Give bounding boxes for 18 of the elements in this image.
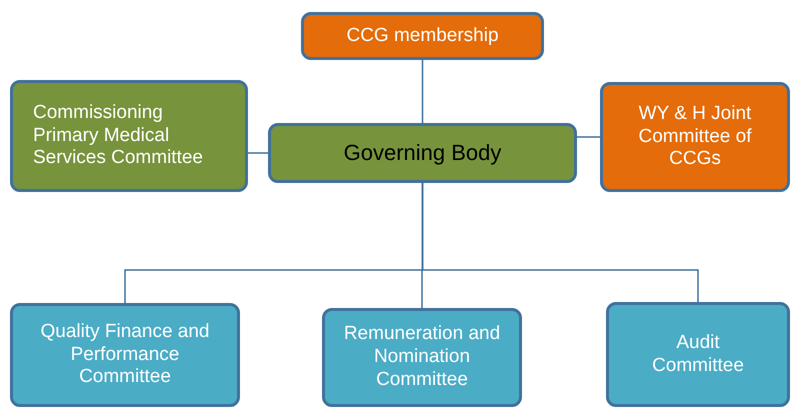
- committee-box: [10, 80, 248, 192]
- committee-box: [268, 123, 577, 183]
- box-label: Governing Body: [344, 140, 502, 166]
- box-label: Commissioning Primary Medical Services Committee: [33, 102, 204, 170]
- connector-line: [422, 183, 699, 302]
- committee-box: [606, 302, 790, 407]
- box-label: Remuneration and Nomination Committee: [342, 323, 502, 392]
- committee-box: [10, 303, 240, 407]
- committee-box: [301, 12, 544, 60]
- connector-line: [422, 60, 424, 123]
- connector-line: [577, 136, 600, 138]
- box-label: Quality Finance and Performance Committee: [40, 320, 210, 390]
- box-label: WY & H Joint Committee of CCGs: [638, 102, 752, 172]
- connector-line: [248, 152, 268, 154]
- committee-box: [322, 308, 522, 407]
- committee-box: [600, 82, 790, 192]
- box-label: Audit Committee: [651, 332, 745, 378]
- box-label: CCG membership: [346, 24, 499, 48]
